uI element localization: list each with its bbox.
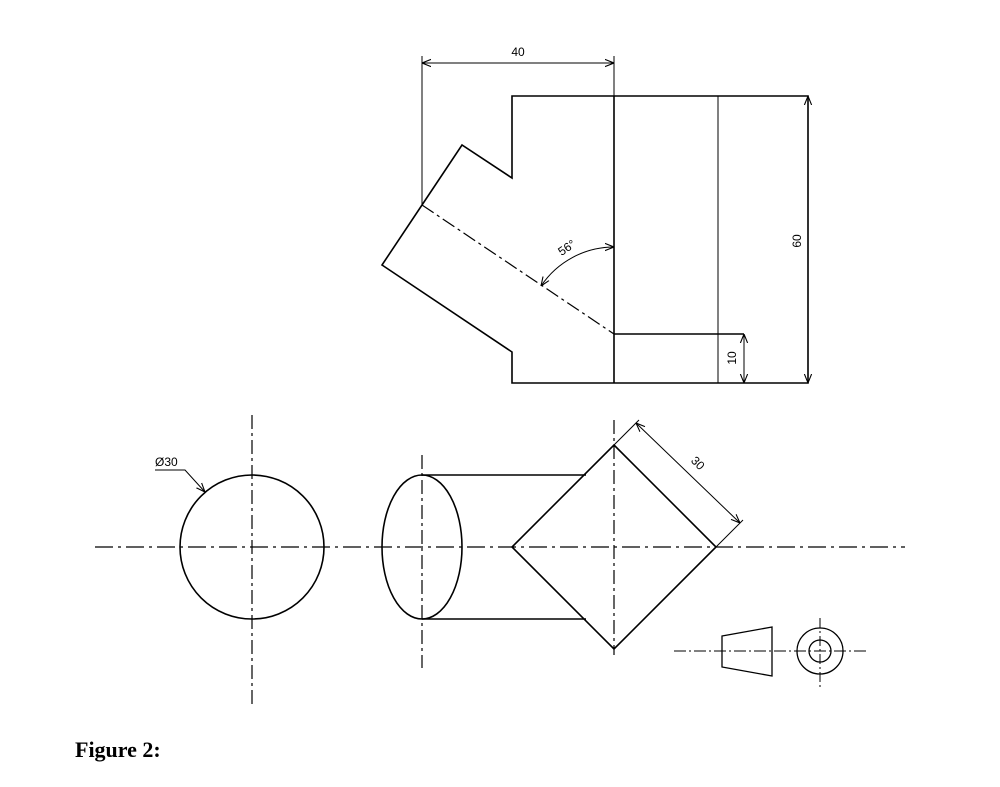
front-view — [95, 415, 905, 705]
diameter-leader-line — [155, 469, 205, 492]
angle-56-label: 56° — [555, 237, 578, 259]
figure-caption: Figure 2: — [75, 737, 161, 762]
dimension-lines-top — [421, 56, 808, 383]
projection-symbol-trapezoid — [721, 626, 773, 677]
projection-symbol — [674, 618, 866, 690]
diameter-30-label: Ø30 — [155, 455, 178, 469]
dimension-10-label: 10 — [725, 351, 739, 365]
extension-30-top — [613, 419, 640, 446]
angle-56-arc — [541, 247, 614, 286]
dimension-30-line — [636, 423, 740, 523]
dimension-40-label: 40 — [511, 45, 525, 59]
extension-30-right — [715, 519, 744, 548]
branch-centerline — [421, 204, 615, 335]
dimension-30-label: 30 — [688, 453, 708, 473]
dimension-60-label: 60 — [790, 234, 804, 248]
